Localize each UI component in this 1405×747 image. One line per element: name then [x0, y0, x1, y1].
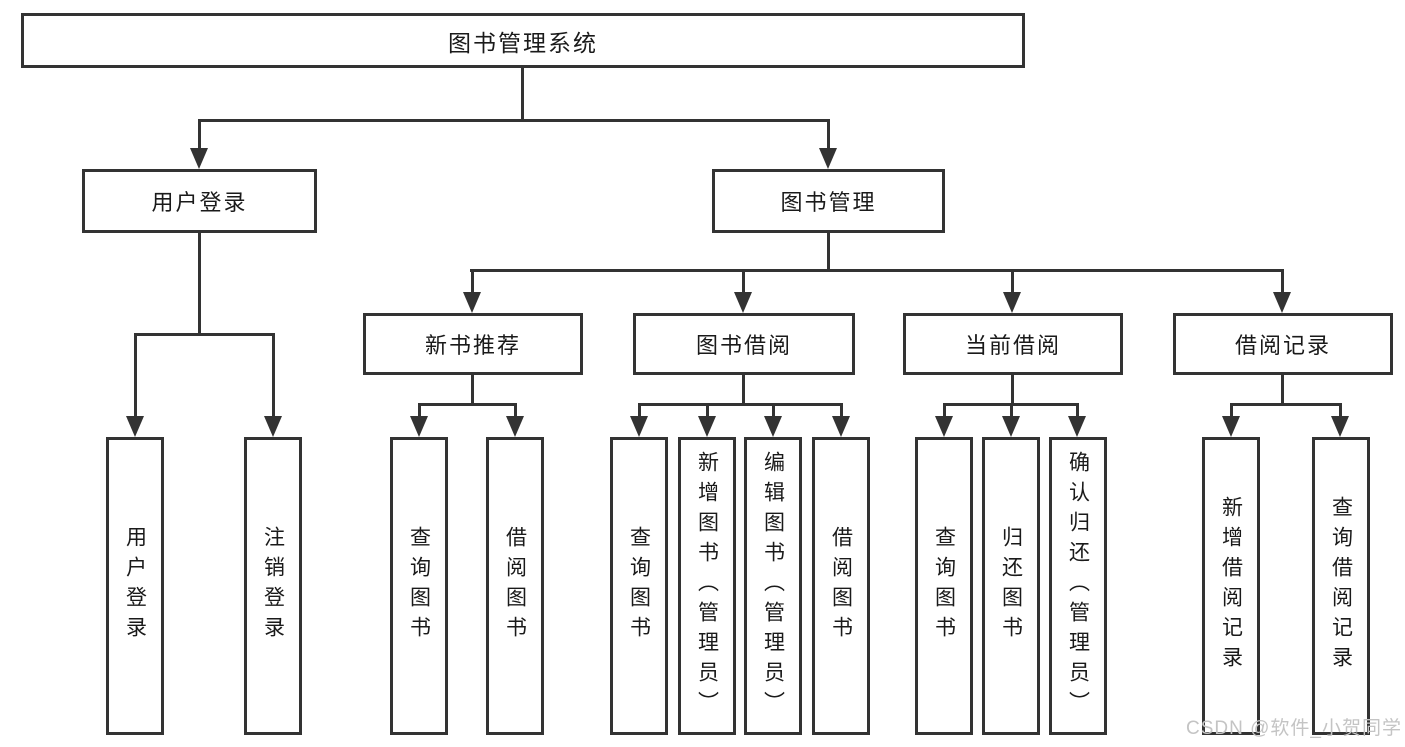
connector-stem: [471, 375, 474, 406]
connector-shaft: [1010, 403, 1013, 419]
connector-shaft: [134, 333, 137, 419]
leaf-label: 注销登录: [261, 526, 285, 646]
connector-root-stem: [521, 68, 524, 122]
leaf-logout: 注销登录: [244, 437, 302, 735]
leaf-borrow-books-recommend: 借阅图书: [486, 437, 544, 735]
arrow-down-icon: [698, 416, 716, 437]
leaf-label: 借阅图书: [503, 526, 527, 646]
arrow-down-icon: [410, 416, 428, 437]
leaf-label: 借阅图书: [829, 526, 853, 646]
arrow-down-icon: [832, 416, 850, 437]
connector-shaft: [471, 269, 474, 295]
node-label: 新书推荐: [424, 333, 521, 358]
connector-stem: [198, 233, 201, 336]
arrow-down-icon: [1222, 416, 1240, 437]
node-label: 借阅记录: [1234, 333, 1331, 358]
connector-bar: [1230, 403, 1342, 406]
arrow-down-icon: [264, 416, 282, 437]
node-root-label: 图书管理系统: [448, 29, 598, 56]
connector-shaft: [1230, 403, 1233, 419]
connector-stem: [827, 233, 830, 272]
node-label: 图书管理: [780, 190, 877, 215]
connector-shaft: [514, 403, 517, 419]
arrow-down-icon: [764, 416, 782, 437]
connector-shaft: [1339, 403, 1342, 419]
node-label: 用户登录: [151, 190, 248, 215]
node-new-book-recommend: 新书推荐: [363, 313, 583, 375]
leaf-edit-books-admin: 编辑图书（管理员）: [744, 437, 802, 735]
leaf-label: 编辑图书（管理员）: [761, 451, 785, 721]
connector-stem: [1281, 375, 1284, 406]
connector-stem: [1011, 375, 1014, 406]
arrow-down-icon: [1002, 416, 1020, 437]
arrow-down-icon: [630, 416, 648, 437]
connector-shaft: [638, 403, 641, 419]
leaf-add-borrow-record: 新增借阅记录: [1202, 437, 1260, 735]
leaf-label: 确认归还（管理员）: [1066, 451, 1090, 721]
arrow-down-icon: [819, 148, 837, 169]
watermark-text: CSDN @软件_小贺同学: [1186, 718, 1402, 739]
leaf-add-books-admin: 新增图书（管理员）: [678, 437, 736, 735]
leaf-query-borrow-record: 查询借阅记录: [1312, 437, 1370, 735]
arrow-down-icon: [190, 148, 208, 169]
arrow-down-icon: [506, 416, 524, 437]
leaf-query-books-current: 查询图书: [915, 437, 973, 735]
connector-bar: [418, 403, 516, 406]
connector-shaft: [1011, 269, 1014, 295]
connector-shaft: [706, 403, 709, 419]
node-book-borrow: 图书借阅: [633, 313, 855, 375]
arrow-down-icon: [935, 416, 953, 437]
leaf-label: 查询图书: [932, 526, 956, 646]
connector-shaft: [772, 403, 775, 419]
leaf-confirm-return-admin: 确认归还（管理员）: [1049, 437, 1107, 735]
connector-shaft: [943, 403, 946, 419]
node-root: 图书管理系统: [21, 13, 1025, 68]
leaf-label: 新增图书（管理员）: [695, 451, 719, 721]
arrow-down-icon: [463, 292, 481, 313]
leaf-label: 查询图书: [627, 526, 651, 646]
leaf-user-login: 用户登录: [106, 437, 164, 735]
leaf-label: 归还图书: [999, 526, 1023, 646]
node-current-borrow: 当前借阅: [903, 313, 1123, 375]
node-borrow-record: 借阅记录: [1173, 313, 1393, 375]
leaf-borrow-books: 借阅图书: [812, 437, 870, 735]
leaf-label: 查询图书: [407, 526, 431, 646]
connector-shaft: [840, 403, 843, 419]
connector-shaft: [1076, 403, 1079, 419]
connector-shaft: [418, 403, 421, 419]
arrow-down-icon: [1068, 416, 1086, 437]
arrow-down-icon: [1273, 292, 1291, 313]
leaf-query-books-recommend: 查询图书: [390, 437, 448, 735]
leaf-label: 新增借阅记录: [1219, 496, 1243, 676]
connector-bar: [470, 269, 1284, 272]
connector-root-bar: [198, 119, 830, 122]
arrow-down-icon: [1331, 416, 1349, 437]
node-label: 当前借阅: [964, 333, 1061, 358]
arrow-down-icon: [126, 416, 144, 437]
leaf-query-books-borrow: 查询图书: [610, 437, 668, 735]
leaf-label: 查询借阅记录: [1329, 496, 1353, 676]
node-book-management: 图书管理: [712, 169, 945, 233]
arrow-down-icon: [1003, 292, 1021, 313]
connector-shaft: [742, 269, 745, 295]
connector-shaft: [198, 119, 201, 151]
connector-shaft: [272, 333, 275, 419]
connector-shaft: [827, 119, 830, 151]
node-user-login: 用户登录: [82, 169, 317, 233]
connector-shaft: [1281, 269, 1284, 295]
leaf-return-books: 归还图书: [982, 437, 1040, 735]
node-label: 图书借阅: [695, 333, 792, 358]
leaf-label: 用户登录: [123, 526, 147, 646]
connector-stem: [742, 375, 745, 406]
connector-bar: [134, 333, 275, 336]
connector-bar: [638, 403, 842, 406]
arrow-down-icon: [734, 292, 752, 313]
